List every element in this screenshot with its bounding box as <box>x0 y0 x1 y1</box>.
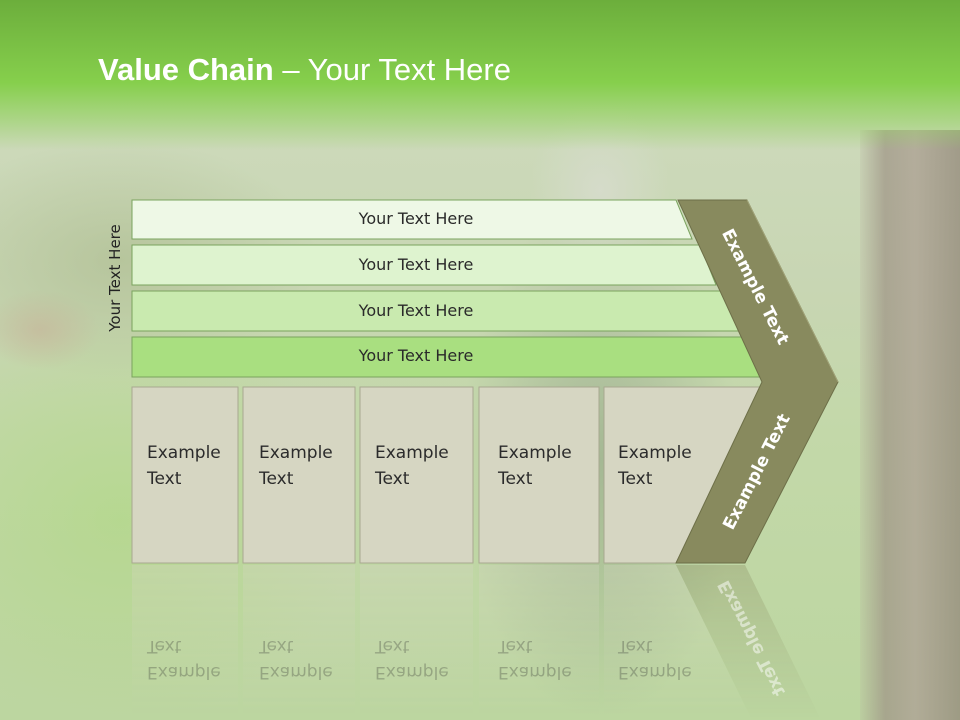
reflection-column-1 <box>132 565 238 720</box>
column-label-3: Example Text <box>375 440 449 492</box>
column-4 <box>478 386 600 564</box>
band-label-3: Your Text Here <box>358 301 474 320</box>
column-label-3-line2: Text <box>375 469 410 489</box>
band-2 <box>131 244 717 286</box>
chevron-highlight <box>746 199 839 383</box>
column-label-3-line1: Example <box>375 443 449 463</box>
title-bold: Value Chain <box>98 52 274 87</box>
column-label-5-line2: Text <box>618 469 653 489</box>
column-label-2-line1: Example <box>259 443 333 463</box>
band-1 <box>131 199 693 240</box>
column-3 <box>359 386 474 564</box>
band-label-4: Your Text Here <box>358 346 474 365</box>
column-label-4-line2: Text <box>498 469 533 489</box>
column-label-2-line2: Text <box>259 469 294 489</box>
reflection-column-2 <box>243 565 355 720</box>
diagram-reflection <box>132 565 821 720</box>
column-label-5: Example Text <box>618 440 692 492</box>
band-label-2: Your Text Here <box>358 255 474 274</box>
header-bar <box>0 0 960 150</box>
column-label-1-line2: Text <box>147 469 182 489</box>
column-label-4: Example Text <box>498 440 572 492</box>
tree-trunk <box>860 130 960 720</box>
column-label-1: Example Text <box>147 440 221 492</box>
title-rest: – Your Text Here <box>273 52 511 87</box>
column-label-2: Example Text <box>259 440 333 492</box>
reflection-column-3 <box>360 565 473 720</box>
slide-title: Value Chain – Your Text Here <box>98 52 511 88</box>
column-label-5-line1: Example <box>618 443 692 463</box>
reflection-column-5 <box>604 565 752 720</box>
column-label-1-line1: Example <box>147 443 221 463</box>
reflection-chevron <box>676 565 821 720</box>
column-1 <box>131 386 239 564</box>
reflection-column-4 <box>479 565 599 720</box>
column-2 <box>242 386 356 564</box>
band-label-1: Your Text Here <box>358 209 474 228</box>
column-label-4-line1: Example <box>498 443 572 463</box>
